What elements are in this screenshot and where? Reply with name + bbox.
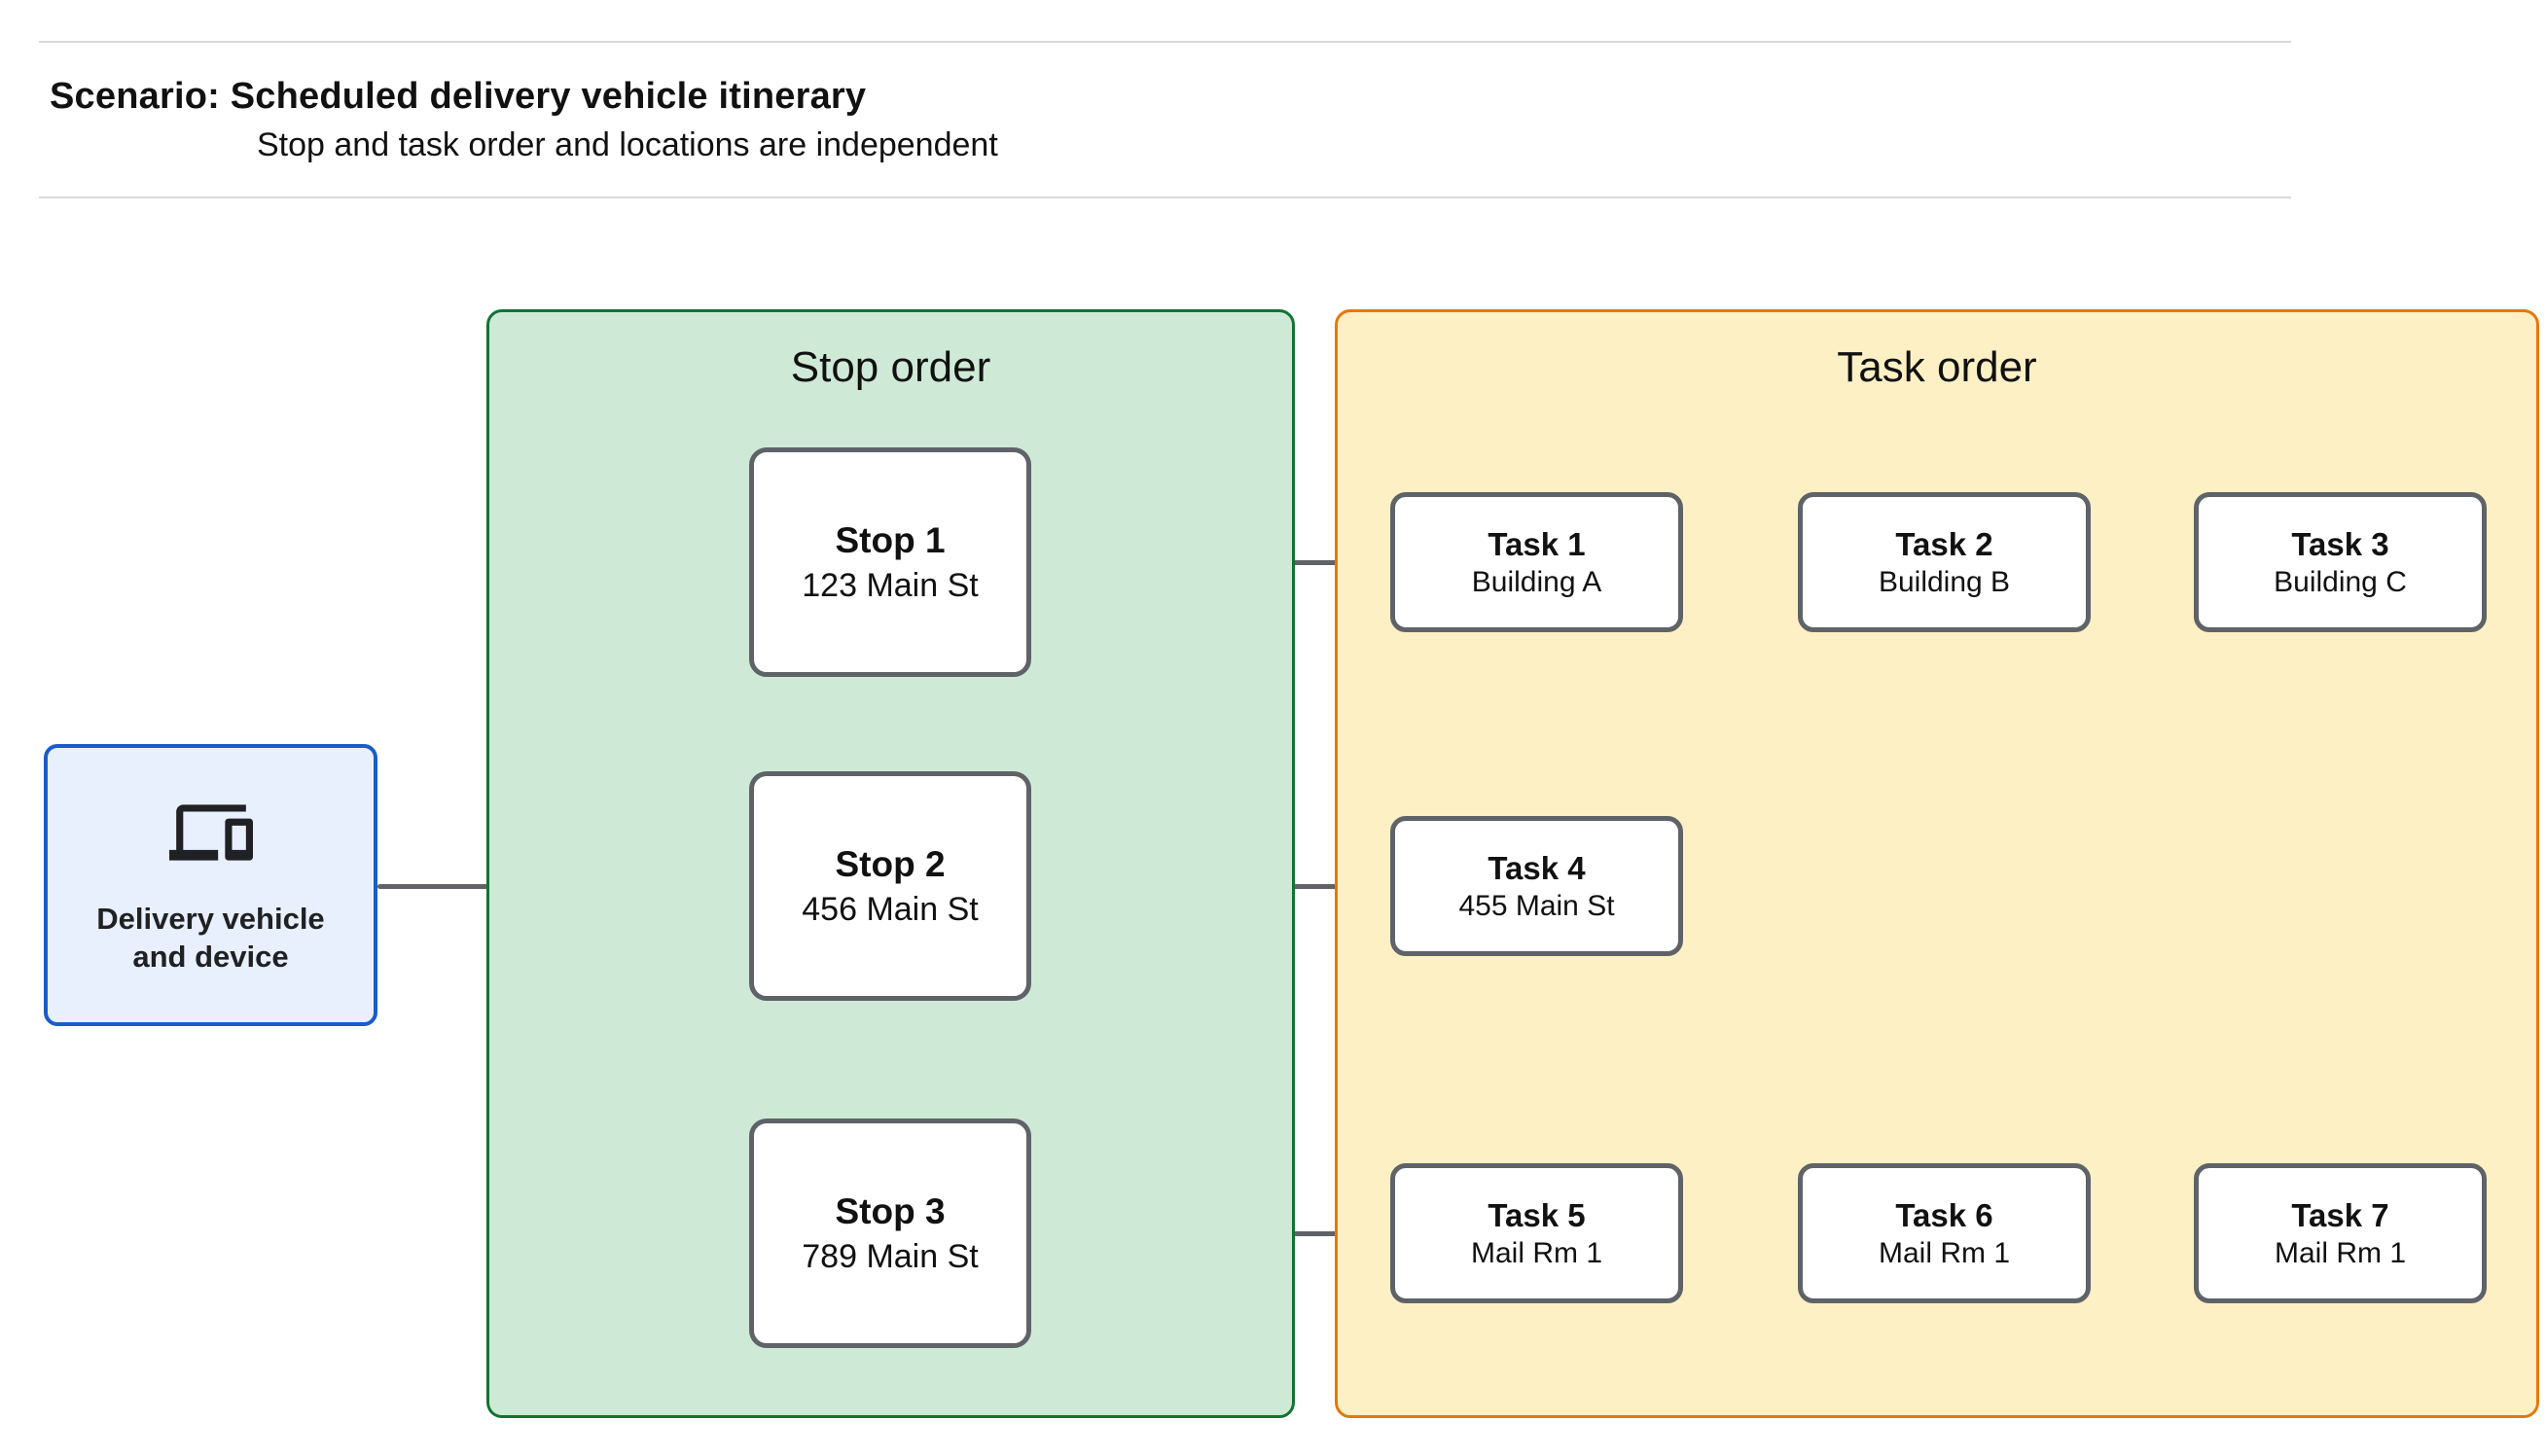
divider-top bbox=[39, 41, 2291, 43]
task-name: Task 1 bbox=[1488, 525, 1586, 562]
task-node-4: Task 4 455 Main St bbox=[1390, 816, 1683, 956]
task-location: Building A bbox=[1471, 565, 1602, 598]
stop-name: Stop 3 bbox=[835, 1190, 946, 1231]
stop-location: 789 Main St bbox=[802, 1237, 979, 1275]
task-name: Task 7 bbox=[2291, 1196, 2389, 1233]
stop-location: 456 Main St bbox=[802, 890, 979, 928]
task-location: Building B bbox=[1878, 565, 2011, 598]
delivery-vehicle-label: Delivery vehicle and device bbox=[96, 902, 325, 975]
task-name: Task 6 bbox=[1895, 1196, 1993, 1233]
task-node-1: Task 1 Building A bbox=[1390, 492, 1683, 632]
divider-bottom bbox=[39, 196, 2291, 198]
devices-icon bbox=[168, 791, 253, 874]
task-location: Mail Rm 1 bbox=[2274, 1236, 2406, 1269]
task-node-6: Task 6 Mail Rm 1 bbox=[1798, 1163, 2091, 1303]
task-node-7: Task 7 Mail Rm 1 bbox=[2194, 1163, 2487, 1303]
delivery-vehicle-node: Delivery vehicle and device bbox=[44, 744, 377, 1026]
task-location: Mail Rm 1 bbox=[1470, 1236, 1602, 1269]
task-name: Task 2 bbox=[1895, 525, 1993, 562]
page-title: Scenario: Scheduled delivery vehicle iti… bbox=[50, 76, 867, 117]
task-name: Task 4 bbox=[1488, 849, 1586, 886]
page-subtitle: Stop and task order and locations are in… bbox=[257, 126, 998, 163]
task-name: Task 5 bbox=[1488, 1196, 1586, 1233]
task-node-2: Task 2 Building B bbox=[1798, 492, 2091, 632]
stop-location: 123 Main St bbox=[802, 566, 979, 604]
stop-name: Stop 1 bbox=[835, 519, 946, 560]
task-location: Building C bbox=[2274, 565, 2407, 598]
stop-node-1: Stop 1 123 Main St bbox=[749, 447, 1031, 677]
stop-node-3: Stop 3 789 Main St bbox=[749, 1119, 1031, 1348]
task-order-title: Task order bbox=[1837, 343, 2037, 391]
stop-order-title: Stop order bbox=[790, 343, 991, 391]
stop-name: Stop 2 bbox=[835, 843, 946, 884]
task-node-5: Task 5 Mail Rm 1 bbox=[1390, 1163, 1683, 1303]
task-node-3: Task 3 Building C bbox=[2194, 492, 2487, 632]
stop-node-2: Stop 2 456 Main St bbox=[749, 771, 1031, 1001]
task-name: Task 3 bbox=[2291, 525, 2389, 562]
task-location: Mail Rm 1 bbox=[1878, 1236, 2010, 1269]
task-location: 455 Main St bbox=[1458, 889, 1615, 922]
